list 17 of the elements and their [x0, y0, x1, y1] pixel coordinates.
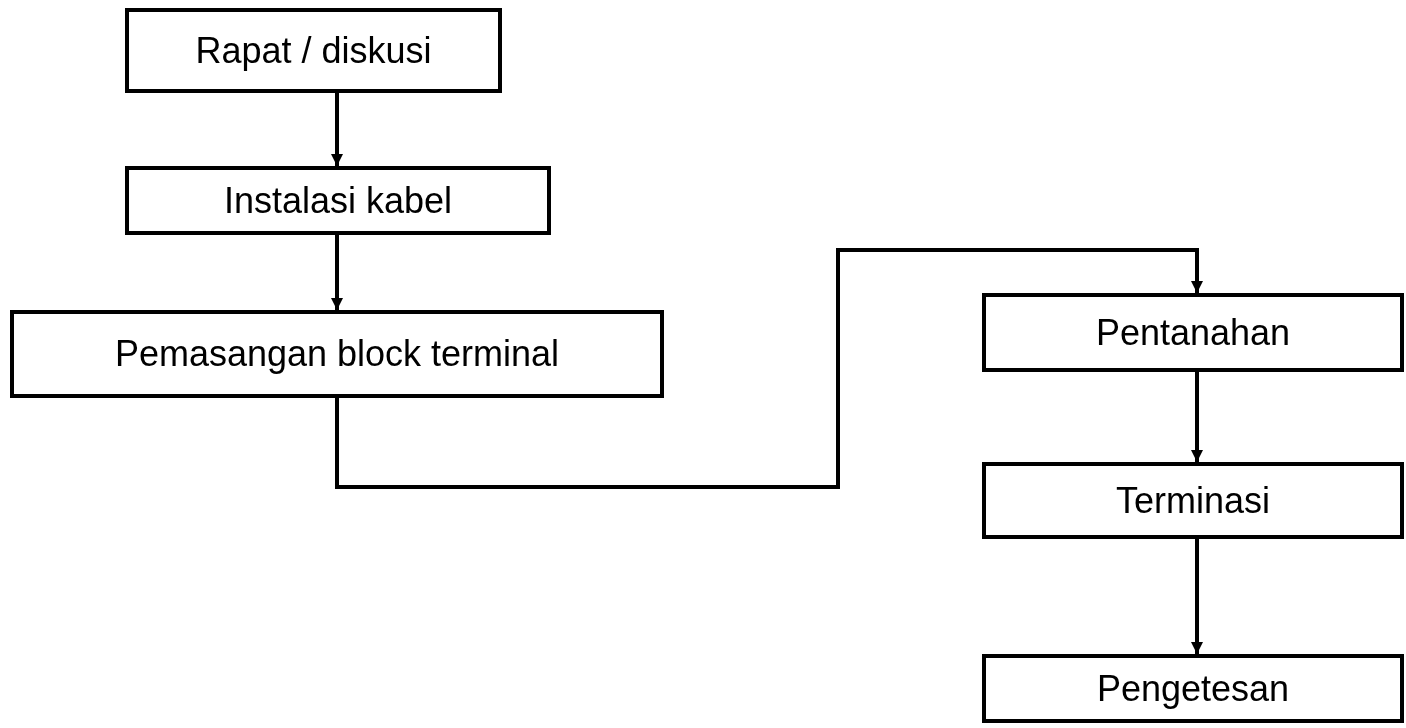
box-label: Instalasi kabel	[223, 179, 453, 222]
arrow	[331, 235, 343, 310]
process-box	[982, 462, 1404, 539]
process-box	[982, 654, 1404, 723]
arrow	[1191, 539, 1203, 654]
arrow	[331, 93, 343, 166]
box-label: Rapat / diskusi	[195, 29, 432, 72]
arrow	[335, 248, 1203, 489]
box-label: Pentanahan	[1095, 311, 1291, 354]
process-box	[10, 310, 664, 398]
box-label: Terminasi	[1115, 479, 1270, 522]
box-label: Pemasangan block terminal	[114, 333, 560, 375]
box-label: Pengetesan	[1096, 667, 1290, 710]
process-box	[125, 8, 502, 93]
process-box	[982, 293, 1404, 372]
process-box	[125, 166, 551, 235]
arrow	[1191, 372, 1203, 462]
